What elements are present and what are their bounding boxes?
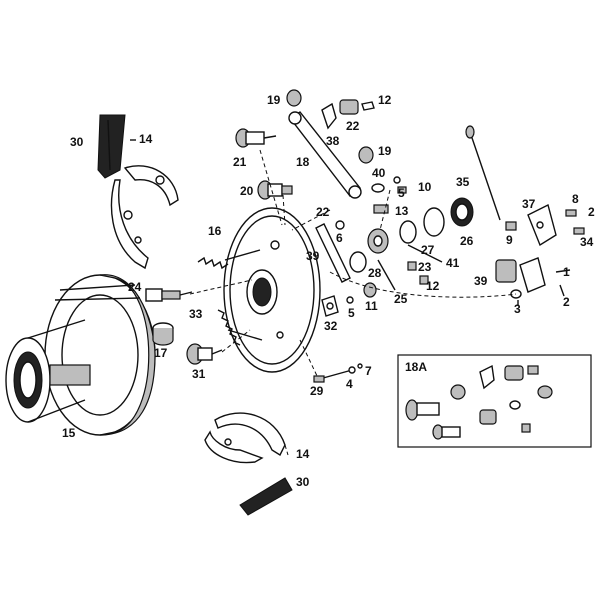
bolts-23-12 xyxy=(407,261,429,285)
label-10: 10 xyxy=(418,180,432,194)
label-11: 11 xyxy=(365,299,378,313)
label-1: 1 xyxy=(563,265,570,279)
label-2: 2 xyxy=(588,205,595,219)
adjuster-part xyxy=(145,288,193,302)
label-26: 26 xyxy=(460,234,474,248)
label-28: 28 xyxy=(368,266,382,280)
label-30: 30 xyxy=(296,475,310,489)
label-40: 40 xyxy=(372,166,386,180)
parts-5-11 xyxy=(346,282,377,304)
bolt-20 xyxy=(257,180,293,200)
inset-18a xyxy=(397,354,592,448)
label-25: 25 xyxy=(394,292,408,306)
label-37: 37 xyxy=(522,197,536,211)
label-18a: 18A xyxy=(405,360,427,374)
label-33: 33 xyxy=(189,307,203,321)
link-6 xyxy=(335,220,345,230)
label-5: 5 xyxy=(398,186,405,200)
brake-lever-arm xyxy=(288,111,362,199)
label-15: 15 xyxy=(62,426,76,440)
bush-22-top xyxy=(339,99,375,115)
sleeve-39 xyxy=(495,259,517,283)
label-19: 19 xyxy=(378,144,392,158)
pin-13 xyxy=(373,204,389,214)
bushes-19 xyxy=(286,89,374,164)
clevis-37 xyxy=(527,203,557,247)
label-7: 7 xyxy=(365,364,372,378)
fork-end xyxy=(519,257,546,293)
leader-lines xyxy=(130,139,519,305)
label-14: 14 xyxy=(139,132,153,146)
label-22: 22 xyxy=(316,205,330,219)
label-35: 35 xyxy=(456,175,470,189)
label-39: 39 xyxy=(306,249,320,263)
parts-4-7 xyxy=(348,363,363,374)
label-5: 5 xyxy=(348,306,355,320)
assembly-guide-lines xyxy=(189,149,517,456)
label-6: 6 xyxy=(336,231,343,245)
label-16: 16 xyxy=(208,224,222,238)
label-12: 12 xyxy=(426,279,440,293)
pivot-pin xyxy=(186,343,223,365)
upper-brake-shoe xyxy=(110,165,179,270)
back-plate xyxy=(223,207,321,373)
part-38 xyxy=(321,102,337,130)
label-14: 14 xyxy=(296,447,310,461)
brake-drum xyxy=(5,274,156,436)
label-39: 39 xyxy=(474,274,488,288)
label-34: 34 xyxy=(580,235,594,249)
bush xyxy=(152,322,174,346)
label-19: 19 xyxy=(267,93,281,107)
label-32: 32 xyxy=(324,319,338,333)
cam-assembly xyxy=(367,197,474,254)
bolt-21 xyxy=(235,128,277,148)
threaded-rod-35 xyxy=(465,125,501,221)
label-38: 38 xyxy=(326,134,340,148)
return-springs xyxy=(197,256,241,346)
label-17: 17 xyxy=(154,346,168,360)
pin-29 xyxy=(313,369,353,383)
label-18: 18 xyxy=(296,155,310,169)
label-31: 31 xyxy=(192,367,206,381)
callout-labels: 1 2 2 3 4 5 5 6 7 8 9 10 11 12 12 13 14 … xyxy=(62,93,595,489)
label-3: 3 xyxy=(514,302,521,316)
label-29: 29 xyxy=(310,384,324,398)
small-washers-top xyxy=(371,176,407,194)
label-41: 41 xyxy=(446,256,460,270)
label-23: 23 xyxy=(418,260,432,274)
lower-brake-lining xyxy=(239,477,293,516)
pins-8-2-34 xyxy=(565,209,585,235)
washer-28 xyxy=(349,251,367,273)
upper-brake-lining xyxy=(97,114,126,179)
link-rod-39 xyxy=(315,223,351,283)
label-24: 24 xyxy=(128,280,142,294)
label-13: 13 xyxy=(395,204,409,218)
lower-brake-shoe xyxy=(204,412,286,464)
label-30: 30 xyxy=(70,135,84,149)
pins-1-2 xyxy=(555,269,571,297)
label-4: 4 xyxy=(346,377,353,391)
label-22: 22 xyxy=(346,119,360,133)
label-2: 2 xyxy=(563,295,570,309)
label-12: 12 xyxy=(378,93,392,107)
nut-9 xyxy=(505,221,517,231)
label-20: 20 xyxy=(240,184,254,198)
label-8: 8 xyxy=(572,192,579,206)
label-9: 9 xyxy=(506,233,513,247)
bracket-32 xyxy=(321,295,339,317)
label-21: 21 xyxy=(233,155,247,169)
